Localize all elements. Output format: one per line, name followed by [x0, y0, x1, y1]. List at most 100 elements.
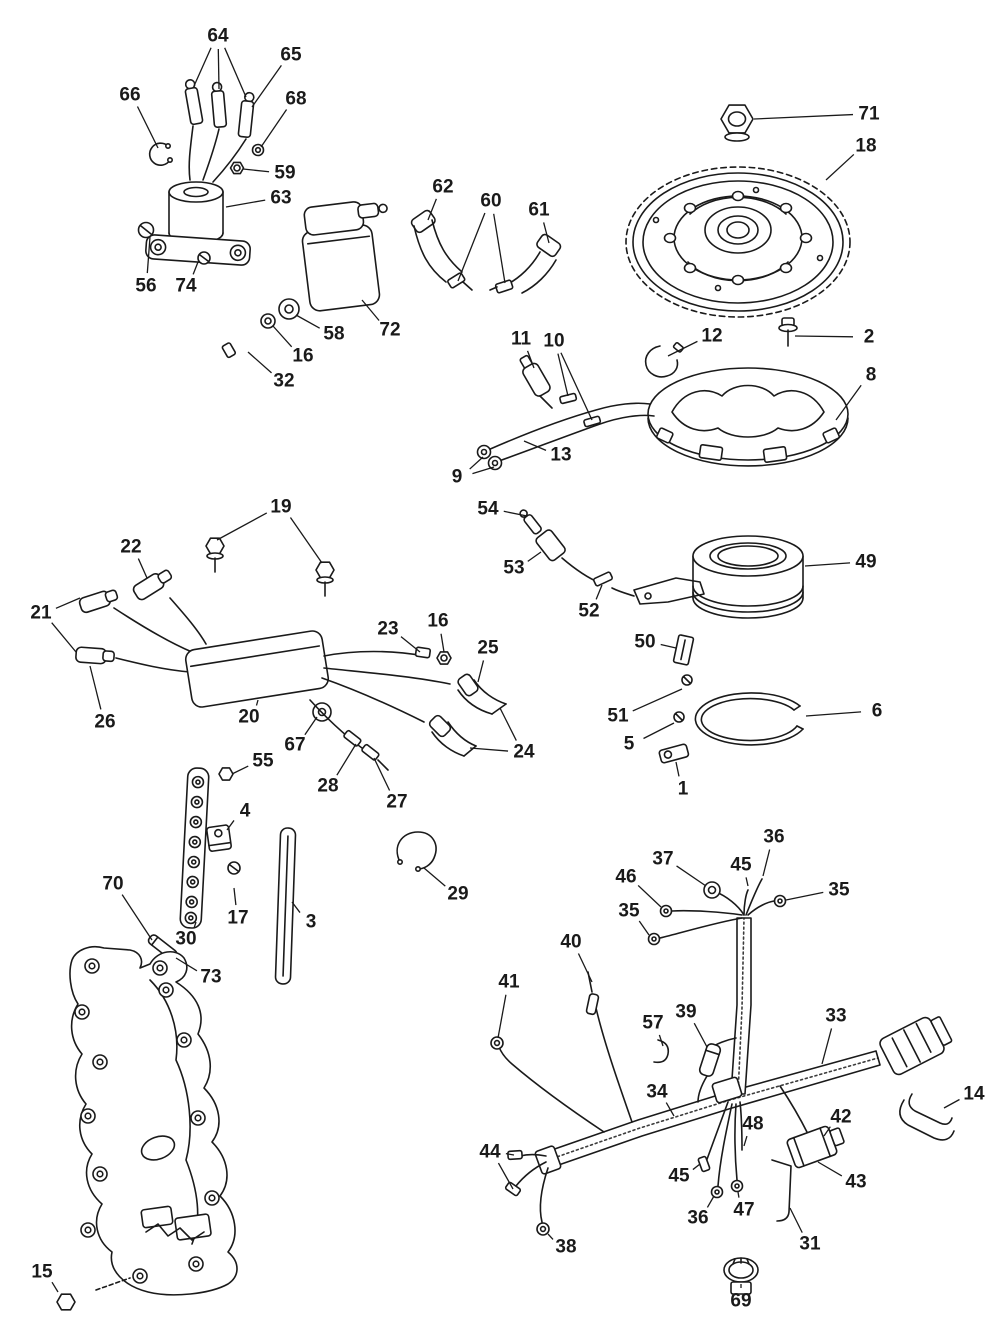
leader-line-53 [527, 551, 542, 562]
leader-line-62 [427, 198, 437, 221]
leader-line-29 [423, 867, 446, 887]
leader-line-64 [217, 48, 220, 90]
screw-5 [673, 711, 685, 723]
callout-55: 55 [252, 751, 274, 772]
callout-52: 52 [578, 601, 599, 622]
callout-60: 60 [480, 191, 501, 212]
callout-11: 11 [511, 329, 532, 350]
leader-line-10 [557, 353, 569, 397]
callout-42: 42 [830, 1107, 851, 1128]
washer-68 [251, 143, 265, 157]
callout-12: 12 [701, 326, 722, 347]
callout-65: 65 [280, 45, 302, 66]
callout-64: 64 [207, 26, 229, 47]
callout-63: 63 [270, 188, 291, 209]
callout-69: 69 [730, 1291, 751, 1312]
leader-line-36 [762, 849, 771, 877]
leader-line-45 [692, 1163, 701, 1171]
sensor-arm [633, 577, 705, 605]
leader-line-32 [247, 351, 272, 374]
callout-67: 67 [284, 735, 305, 756]
callout-38: 38 [555, 1237, 576, 1258]
callout-70: 70 [102, 874, 123, 895]
callout-34: 34 [646, 1082, 668, 1103]
bracket-1 [658, 743, 690, 764]
callout-59: 59 [274, 163, 295, 184]
callout-46: 46 [615, 867, 636, 888]
leader-line-48 [743, 1135, 748, 1147]
leader-line-43 [817, 1161, 843, 1177]
screw-56 [137, 221, 155, 239]
callout-33: 33 [825, 1006, 846, 1027]
leader-line-54 [503, 510, 528, 517]
leader-line-73 [175, 957, 198, 972]
bolt-19b [315, 561, 335, 597]
callout-3: 3 [306, 912, 317, 933]
leader-line-44 [497, 1162, 514, 1190]
leader-line-42 [823, 1126, 831, 1137]
leader-line-10 [560, 352, 593, 421]
leader-line-35 [785, 891, 824, 901]
callout-5: 5 [624, 734, 635, 755]
power-pack-group [75, 537, 507, 771]
callout-2: 2 [864, 327, 875, 348]
retaining-ring [694, 692, 804, 746]
callout-10: 10 [543, 331, 564, 352]
callout-26: 26 [94, 712, 115, 733]
leader-line-67 [304, 716, 318, 736]
screw-55 [218, 767, 234, 781]
lead-boot-24 [428, 714, 477, 757]
leader-line-70 [121, 894, 153, 941]
callout-68: 68 [285, 89, 306, 110]
relay-connector-42 [786, 1125, 845, 1169]
callout-27: 27 [386, 792, 407, 813]
callout-72: 72 [379, 320, 400, 341]
leader-line-4 [226, 820, 235, 831]
washer-16 [260, 313, 276, 329]
screw-15 [56, 1293, 76, 1311]
lead-boot-25 [457, 673, 507, 715]
callout-53: 53 [503, 558, 524, 579]
leader-line-46 [637, 884, 662, 908]
callout-43: 43 [845, 1172, 866, 1193]
coil-bracket-assembly [137, 79, 265, 266]
leader-line-9 [472, 466, 495, 475]
leader-line-34 [665, 1102, 675, 1117]
leader-line-55 [231, 765, 249, 775]
callout-25: 25 [477, 638, 499, 659]
callout-13: 13 [550, 445, 571, 466]
connector-22 [132, 569, 173, 601]
leader-line-60 [457, 212, 486, 282]
callout-1: 1 [678, 779, 689, 800]
callout-71: 71 [858, 104, 880, 125]
flywheel [625, 166, 851, 318]
leader-line-61 [543, 222, 550, 244]
sensor-leads [476, 354, 655, 471]
leader-line-35 [638, 920, 650, 936]
leader-line-12 [667, 340, 698, 357]
leader-line-21 [51, 622, 77, 653]
washer-58 [278, 298, 300, 320]
connector-26 [75, 646, 115, 665]
wiring-harness [490, 878, 955, 1295]
connector-21a [78, 589, 119, 614]
callout-32: 32 [273, 371, 294, 392]
plug-boot-right [489, 233, 562, 294]
callout-29: 29 [447, 884, 468, 905]
callout-36: 36 [687, 1208, 708, 1229]
leader-line-31 [789, 1207, 803, 1233]
leader-line-26 [89, 665, 102, 710]
leader-line-1 [675, 761, 680, 777]
bolt-32 [221, 342, 237, 359]
leader-line-8 [835, 384, 862, 421]
callout-45: 45 [730, 855, 752, 876]
leader-line-11 [526, 350, 535, 369]
leader-line-58 [295, 314, 321, 329]
callout-31: 31 [799, 1234, 821, 1255]
callout-18: 18 [855, 136, 876, 157]
spark-plug-cap-icon [210, 81, 228, 129]
bracket-wire-31 [771, 1159, 792, 1222]
leader-line-51 [632, 688, 683, 712]
